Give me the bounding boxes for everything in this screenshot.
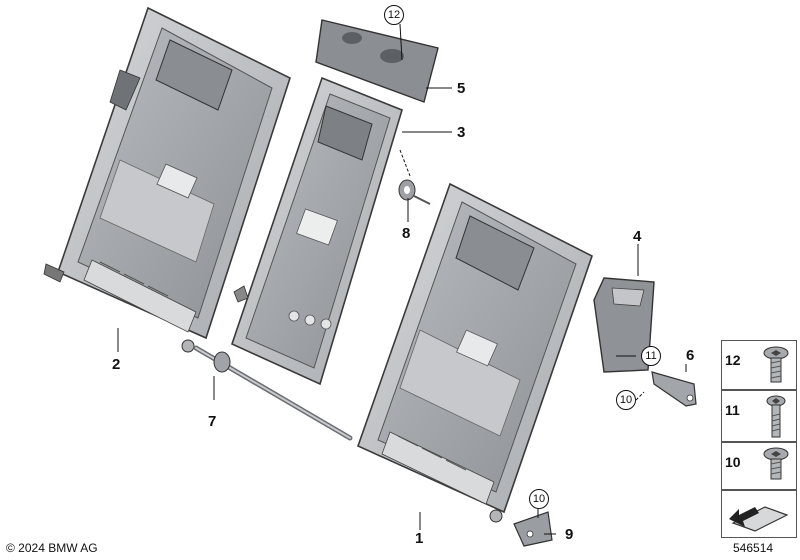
arrow-icon xyxy=(729,506,789,532)
callout-12-circled: 12 xyxy=(384,5,404,25)
legend-item: 10 xyxy=(721,442,797,490)
image-number: 546514 xyxy=(733,541,774,555)
hinge-rod xyxy=(193,345,353,441)
callout-3: 3 xyxy=(457,124,466,141)
callout-10-circled: 10 xyxy=(529,489,549,509)
callout-5: 5 xyxy=(457,80,466,97)
legend-item-number: 11 xyxy=(725,402,740,418)
torx-bolt-icon xyxy=(766,395,786,438)
callout-11-circled: 11 xyxy=(641,346,661,366)
callout-6: 6 xyxy=(686,347,695,364)
legend-item-number: 12 xyxy=(725,352,741,368)
hinge-bracket xyxy=(489,509,553,547)
backrest-frame-right xyxy=(357,182,593,514)
bracket xyxy=(593,277,655,373)
small-bracket xyxy=(651,371,697,407)
callout-4: 4 xyxy=(633,228,642,245)
legend-item-number: 10 xyxy=(725,454,741,470)
backrest-frame-left xyxy=(43,6,291,353)
top-cover xyxy=(315,19,439,103)
callout-8: 8 xyxy=(402,225,411,242)
callout-10-circled: 10 xyxy=(616,390,636,410)
torx-screw-icon xyxy=(763,346,789,383)
legend-item: 11 xyxy=(721,390,797,442)
leader-lines xyxy=(117,23,687,535)
copyright-text: © 2024 BMW AG xyxy=(6,541,98,555)
callout-9: 9 xyxy=(565,526,574,543)
washer xyxy=(398,179,431,205)
callout-2: 2 xyxy=(112,356,121,373)
backrest-frame-middle xyxy=(231,76,403,386)
callout-1: 1 xyxy=(415,530,424,547)
callout-7: 7 xyxy=(208,413,217,430)
legend-item: 12 xyxy=(721,340,797,390)
torx-screw-icon xyxy=(763,447,789,480)
legend-symbol xyxy=(721,490,797,538)
